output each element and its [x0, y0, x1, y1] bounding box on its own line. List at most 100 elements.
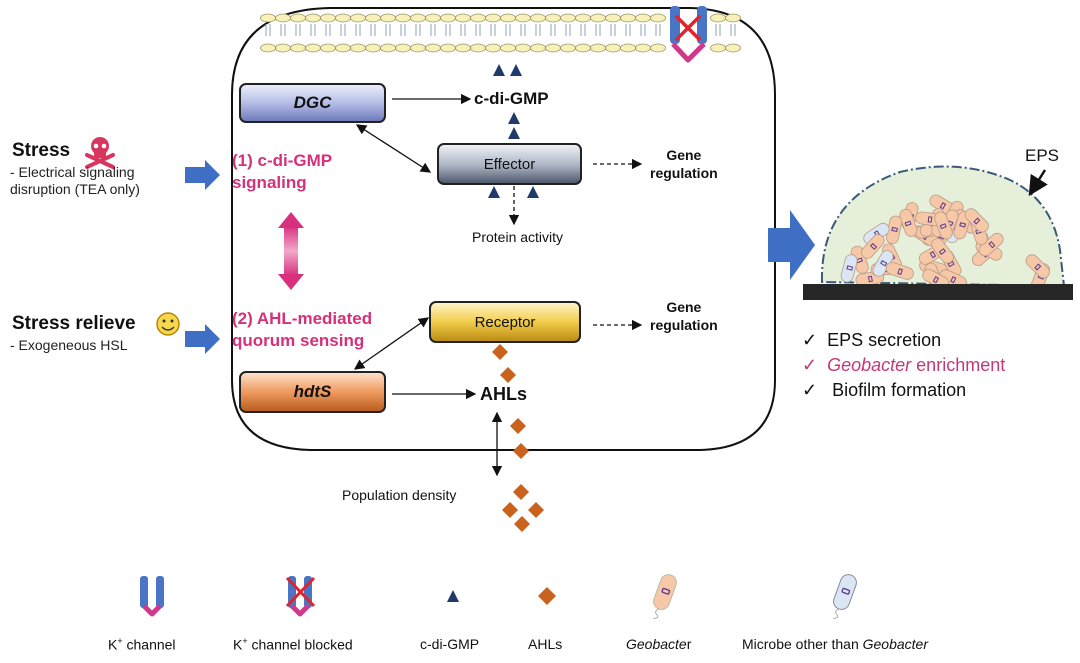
- lipid-tail: [475, 24, 481, 36]
- legend-k-channel-blocked-label: K+ channel blocked: [233, 636, 353, 653]
- eps-pointer-arrow: [1028, 169, 1048, 197]
- lipid-head: [410, 13, 426, 23]
- lipid-tail: [730, 24, 736, 36]
- lipid-head: [515, 13, 531, 23]
- pathway-ahl-quorum-sensing: (2) AHL-mediated quorum sensing: [232, 308, 372, 352]
- stress-input-arrow: [185, 160, 220, 190]
- geobacter-cell: [886, 215, 903, 245]
- lipid-head: [290, 13, 306, 23]
- lipid-head: [425, 13, 441, 23]
- geobacter-cell: [885, 262, 914, 280]
- lipid-head: [725, 13, 741, 23]
- legend-other-microbe-label: Microbe other than Geobacter: [742, 636, 928, 652]
- biofilm-illustration: [803, 165, 1073, 300]
- lipid-head: [515, 43, 531, 53]
- check-icon: ✓: [802, 330, 818, 350]
- lipid-head: [440, 43, 456, 53]
- lipid-head: [410, 43, 426, 53]
- lipid-head: [290, 43, 306, 53]
- lipid-head: [725, 43, 741, 53]
- pathway-line: quorum sensing: [232, 331, 365, 350]
- legend-k-channel-blocked-icon: [285, 576, 316, 617]
- lipid-head: [710, 43, 726, 53]
- legend-geobacter-cell-icon: [653, 574, 677, 620]
- lipid-head: [365, 43, 381, 53]
- lipid-head: [320, 43, 336, 53]
- dgc-effector-double-arrow: [355, 124, 432, 173]
- lipid-head: [650, 43, 666, 53]
- lipid-tail: [520, 24, 526, 36]
- lipid-head: [335, 43, 351, 53]
- lipid-tail: [460, 24, 466, 36]
- lipid-tail: [535, 24, 541, 36]
- stress-relieve-description: - Exogeneous HSL: [10, 337, 128, 353]
- dgc-box-shape: [239, 83, 386, 123]
- lipid-tail: [565, 24, 571, 36]
- ahl-diamond: [502, 502, 518, 518]
- lipid-head: [350, 13, 366, 23]
- pathway-c-di-gmp-signaling: (1) c-di-GMP signaling: [232, 150, 332, 194]
- biofilm-cells: [840, 194, 1050, 291]
- stress-relieve-title: Stress relieve: [12, 313, 136, 334]
- receptor-hdts-double-arrow: [353, 317, 430, 370]
- c-di-gmp-label: c-di-GMP: [474, 89, 549, 108]
- lipid-head: [305, 43, 321, 53]
- lipid-head: [500, 13, 516, 23]
- lipid-tail: [445, 24, 451, 36]
- legend-k-channel-label: K+ channel: [108, 636, 176, 653]
- legend-text: channel blocked: [247, 636, 353, 653]
- legend-other-microbe-cell-icon: [833, 574, 857, 620]
- ahl-diamond: [513, 443, 529, 459]
- legend-italic: Geobacter: [862, 636, 928, 652]
- lipid-head: [620, 13, 636, 23]
- lipid-head: [275, 43, 291, 53]
- legend-italic: Geobacte: [626, 636, 687, 652]
- legend-text: K: [108, 636, 118, 653]
- lipid-head: [530, 43, 546, 53]
- c-di-gmp-triangle: [510, 64, 522, 76]
- ahl-diamond: [528, 502, 544, 518]
- lipid-head: [560, 43, 576, 53]
- outcome-text: enrichment: [911, 355, 1006, 375]
- outcome-text: Biofilm formation: [827, 380, 967, 400]
- lipid-head: [335, 13, 351, 23]
- lipid-head: [545, 13, 561, 23]
- lipid-head: [365, 13, 381, 23]
- hdts-box: hdtS: [293, 382, 332, 401]
- population-density-label: Population density: [342, 487, 457, 503]
- lipid-head: [455, 43, 471, 53]
- legend-text: Microbe other than: [742, 636, 863, 652]
- lipid-head: [380, 13, 396, 23]
- effector-box: Effector: [483, 155, 536, 173]
- outcomes-list: ✓ EPS secretion ✓ Geobacter enrichment ✓…: [802, 328, 1005, 403]
- lipid-head: [320, 13, 336, 23]
- lipid-tail: [430, 24, 436, 36]
- pathway-crosstalk-double-arrow: [278, 212, 304, 290]
- lipid-head: [260, 43, 276, 53]
- gene-line: regulation: [650, 165, 718, 181]
- lipid-head: [485, 13, 501, 23]
- lipid-head: [305, 13, 321, 23]
- c-di-gmp-triangle: [508, 127, 520, 139]
- c-di-gmp-triangles: [488, 64, 539, 198]
- lipid-tail: [385, 24, 391, 36]
- lipid-head: [380, 43, 396, 53]
- geobacter-cell: [964, 208, 989, 233]
- legend-geobacter-label: Geobacter: [626, 636, 691, 652]
- lipid-head: [605, 43, 621, 53]
- lipid-tail: [595, 24, 601, 36]
- c-di-gmp-triangle: [527, 186, 539, 198]
- ahls-label: AHLs: [480, 384, 528, 404]
- geobacter-cell: [931, 238, 954, 264]
- electrode-surface: [803, 284, 1073, 300]
- lipid-head: [350, 43, 366, 53]
- geobacter-cell: [934, 211, 953, 240]
- geobacter-cell: [899, 208, 918, 237]
- lipid-head: [260, 13, 276, 23]
- lipid-head: [635, 43, 651, 53]
- ahl-diamond: [500, 367, 516, 383]
- c-di-gmp-triangle: [508, 112, 520, 124]
- pathway-line: (1) c-di-GMP: [232, 151, 333, 170]
- lipid-head: [650, 13, 666, 23]
